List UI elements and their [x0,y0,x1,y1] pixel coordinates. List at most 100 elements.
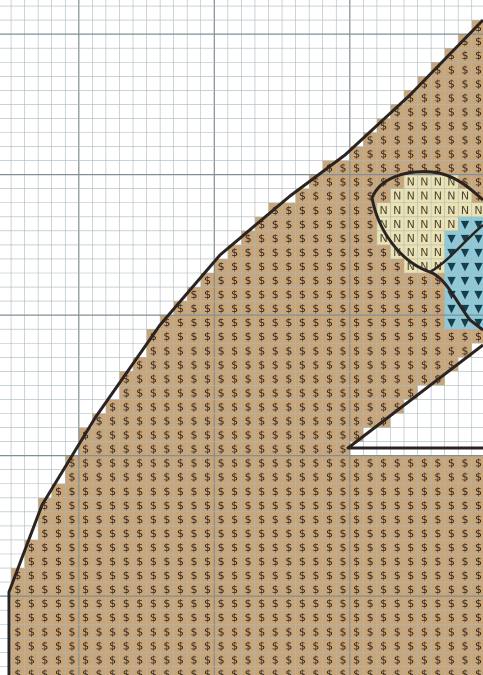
tan-stitch-symbol: $ [55,639,62,652]
tan-stitch-symbol: $ [340,316,347,329]
tan-stitch-symbol: $ [258,358,265,371]
tan-stitch-symbol: $ [82,583,89,596]
blue-stitch-symbol: ▼ [461,218,470,231]
tan-stitch-symbol: $ [109,639,116,652]
tan-stitch-symbol: $ [177,386,184,399]
tan-stitch-symbol: $ [177,485,184,498]
tan-stitch-symbol: $ [245,274,252,287]
tan-stitch-symbol: $ [475,35,482,48]
tan-stitch-symbol: $ [326,330,333,343]
cream-stitch-symbol: N [447,218,455,231]
tan-stitch-symbol: $ [475,148,482,161]
tan-stitch-symbol: $ [204,274,211,287]
tan-stitch-symbol: $ [285,457,292,470]
tan-stitch-symbol: $ [55,485,62,498]
tan-stitch-symbol: $ [69,471,76,484]
tan-stitch-symbol: $ [353,288,360,301]
tan-stitch-symbol: $ [82,555,89,568]
tan-stitch-symbol: $ [150,625,157,638]
blue-stitch-symbol: ▼ [461,246,470,259]
tan-stitch-symbol: $ [448,569,455,582]
tan-stitch-symbol: $ [340,653,347,666]
tan-stitch-symbol: $ [434,316,441,329]
tan-stitch-symbol: $ [340,527,347,540]
tan-stitch-symbol: $ [475,63,482,76]
tan-stitch-symbol: $ [218,372,225,385]
tan-stitch-symbol: $ [96,667,103,675]
tan-stitch-symbol: $ [326,569,333,582]
tan-stitch-symbol: $ [394,148,401,161]
tan-stitch-symbol: $ [218,457,225,470]
tan-stitch-symbol: $ [312,457,319,470]
tan-stitch-symbol: $ [340,162,347,175]
tan-stitch-symbol: $ [82,597,89,610]
tan-stitch-symbol: $ [272,344,279,357]
tan-stitch-symbol: $ [258,246,265,259]
tan-stitch-symbol: $ [69,653,76,666]
tan-stitch-symbol: $ [434,625,441,638]
tan-stitch-symbol: $ [123,667,130,675]
tan-stitch-symbol: $ [204,541,211,554]
tan-stitch-symbol: $ [448,667,455,675]
tan-stitch-symbol: $ [461,611,468,624]
tan-stitch-symbol: $ [299,415,306,428]
tan-stitch-symbol: $ [299,316,306,329]
tan-stitch-symbol: $ [421,541,428,554]
tan-stitch-symbol: $ [312,653,319,666]
tan-stitch-symbol: $ [96,513,103,526]
tan-stitch-symbol: $ [69,513,76,526]
tan-stitch-symbol: $ [272,302,279,315]
tan-stitch-symbol: $ [231,457,238,470]
tan-stitch-symbol: $ [461,597,468,610]
tan-stitch-symbol: $ [123,471,130,484]
tan-stitch-symbol: $ [285,232,292,245]
tan-stitch-symbol: $ [204,597,211,610]
tan-stitch-symbol: $ [312,204,319,217]
tan-stitch-symbol: $ [150,639,157,652]
tan-stitch-symbol: $ [204,415,211,428]
tan-stitch-symbol: $ [123,555,130,568]
tan-stitch-symbol: $ [272,288,279,301]
tan-stitch-symbol: $ [96,569,103,582]
tan-stitch-symbol: $ [340,274,347,287]
tan-stitch-symbol: $ [475,105,482,118]
tan-stitch-symbol: $ [41,583,48,596]
tan-stitch-symbol: $ [475,555,482,568]
tan-stitch-symbol: $ [312,218,319,231]
tan-stitch-symbol: $ [285,246,292,259]
tan-stitch-symbol: $ [434,653,441,666]
tan-stitch-symbol: $ [123,541,130,554]
tan-stitch-symbol: $ [177,541,184,554]
tan-stitch-symbol: $ [136,569,143,582]
tan-stitch-symbol: $ [245,625,252,638]
tan-stitch-symbol: $ [163,415,170,428]
tan-stitch-symbol: $ [461,513,468,526]
blue-stitch-symbol: ▼ [474,302,483,315]
tan-stitch-symbol: $ [353,316,360,329]
tan-stitch-symbol: $ [123,611,130,624]
tan-stitch-symbol: $ [272,639,279,652]
tan-stitch-symbol: $ [285,471,292,484]
tan-stitch-symbol: $ [69,485,76,498]
tan-stitch-symbol: $ [353,513,360,526]
tan-stitch-symbol: $ [55,541,62,554]
tan-stitch-symbol: $ [380,372,387,385]
tan-stitch-symbol: $ [150,471,157,484]
tan-stitch-symbol: $ [380,386,387,399]
tan-stitch-symbol: $ [136,358,143,371]
tan-stitch-symbol: $ [340,372,347,385]
tan-stitch-symbol: $ [353,218,360,231]
tan-stitch-symbol: $ [285,400,292,413]
tan-stitch-symbol: $ [434,513,441,526]
tan-stitch-symbol: $ [136,485,143,498]
tan-stitch-symbol: $ [69,527,76,540]
tan-stitch-symbol: $ [177,611,184,624]
tan-stitch-symbol: $ [353,485,360,498]
tan-stitch-symbol: $ [461,569,468,582]
tan-stitch-symbol: $ [353,541,360,554]
tan-stitch-symbol: $ [163,527,170,540]
tan-stitch-symbol: $ [421,316,428,329]
tan-stitch-symbol: $ [28,569,35,582]
tan-stitch-symbol: $ [69,667,76,675]
tan-stitch-symbol: $ [55,513,62,526]
